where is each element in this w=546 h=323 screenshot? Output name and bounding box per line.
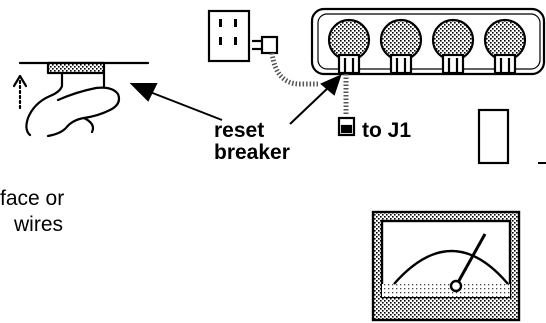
outlet-1 [327, 18, 371, 75]
analog-meter-icon [371, 210, 521, 322]
j1-panel [477, 108, 510, 165]
power-strip-icon [310, 7, 546, 76]
caption-line-1: face or [0, 187, 65, 210]
power-cord [269, 52, 318, 87]
pointer-arrow-to-button [129, 83, 223, 121]
breaker-label: breaker [214, 141, 290, 164]
to-j1-label: to J1 [362, 119, 412, 142]
outlet-2 [379, 18, 423, 75]
outlet-3 [431, 18, 475, 75]
reset-switch-icon [337, 116, 356, 137]
caption-line-2: wires [14, 213, 64, 236]
hand-icon [12, 61, 150, 138]
wall-outlet-icon [207, 9, 251, 63]
pointer-arrow-to-breaker [289, 74, 342, 125]
reset-label: reset [214, 119, 265, 142]
plug-icon [252, 35, 279, 55]
outlet-4 [483, 18, 527, 75]
